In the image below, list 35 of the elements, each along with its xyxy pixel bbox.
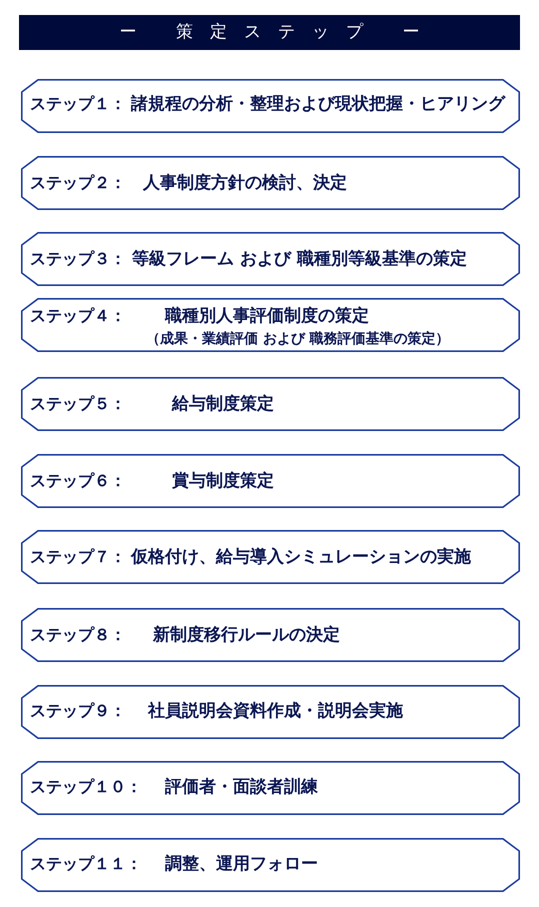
step-box bbox=[21, 684, 520, 739]
step-text: 人事制度方針の検討、決定 bbox=[143, 172, 347, 192]
step-box bbox=[21, 530, 520, 584]
step-box bbox=[21, 79, 520, 133]
step-label: ステップ８： bbox=[30, 624, 126, 645]
step-box bbox=[21, 838, 520, 892]
step-box bbox=[21, 156, 520, 210]
step-label: ステップ３： bbox=[30, 249, 126, 269]
step-label: ステップ９： bbox=[30, 700, 126, 721]
step-box bbox=[21, 376, 520, 430]
step-box bbox=[21, 761, 520, 816]
step-text: 社員説明会資料作成・説明会実施 bbox=[148, 700, 403, 721]
step-text: 職種別人事評価制度の策定 bbox=[165, 306, 369, 326]
step-box bbox=[21, 232, 520, 286]
step-text: 諸規程の分析・整理および現状把握・ヒアリング bbox=[131, 94, 505, 114]
step-label: ステップ１１： bbox=[30, 854, 142, 874]
step-text: 賞与制度策定 bbox=[172, 470, 274, 491]
step-label: ステップ６： bbox=[30, 470, 126, 491]
step-label: ステップ１： bbox=[30, 94, 126, 114]
step-label: ステップ４： bbox=[30, 306, 126, 326]
step-text: 等級フレーム および 職種別等級基準の策定 bbox=[132, 249, 467, 269]
step-text: 新制度移行ルールの決定 bbox=[153, 624, 340, 645]
step-note: （成果・業績評価 および 職務評価基準の策定） bbox=[146, 330, 450, 349]
step-box bbox=[21, 298, 520, 352]
step-label: ステップ５： bbox=[30, 394, 126, 414]
step-box bbox=[21, 608, 520, 662]
step-text: 調整、運用フォロー bbox=[165, 854, 318, 874]
step-text: 評価者・面談者訓練 bbox=[165, 777, 318, 798]
step-box bbox=[21, 454, 520, 508]
step-label: ステップ７： bbox=[30, 547, 126, 568]
title-banner: ー 策定ステップ ー bbox=[19, 15, 520, 50]
step-text: 給与制度策定 bbox=[172, 394, 274, 414]
step-text: 仮格付け、給与導入シミュレーションの実施 bbox=[131, 547, 471, 568]
step-label: ステップ１０： bbox=[30, 777, 142, 798]
step-label: ステップ２： bbox=[30, 172, 126, 192]
